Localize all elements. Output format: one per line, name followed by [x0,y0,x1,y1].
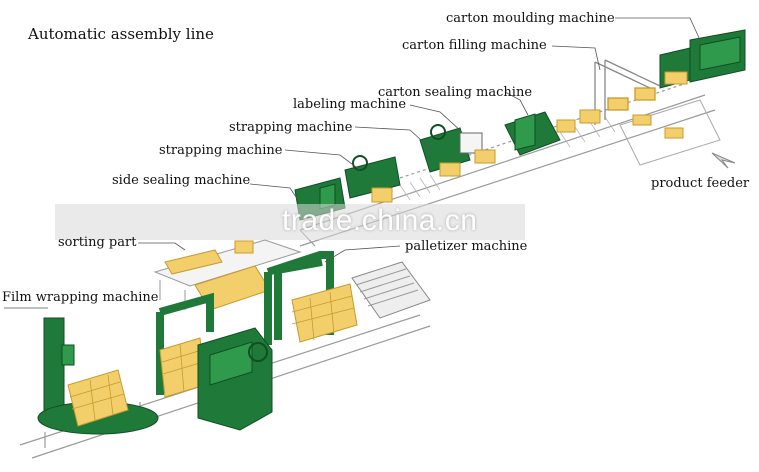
label-labeling-machine: labeling machine [293,97,407,112]
label-film-wrapping-machine: Film wrapping machine [2,290,159,305]
lower-strapping-machine [197,327,273,431]
product-feeder [619,99,736,169]
labeling-machine [419,124,496,173]
label-side-sealing-machine: side sealing machine [112,173,251,188]
carton-filling-machine [594,59,661,125]
label-carton-moulding-machine: carton moulding machine [446,11,615,26]
label-palletizer-machine: palletizer machine [405,239,528,254]
palletizer-machine [264,251,358,345]
leader-lines [4,17,701,309]
label-sorting-part: sorting part [58,235,137,250]
film-wrapping-machine [37,317,159,435]
upper-conveyor-rollers [399,116,616,201]
carton-sealing-machine [504,109,601,156]
label-carton-sealing-machine: carton sealing machine [378,85,533,100]
diagram-title: Automatic assembly line [28,25,214,43]
label-strapping-machine-2: strapping machine [159,143,283,158]
carton-moulding-machine [659,29,746,89]
watermark-text: trade.china.cn [282,204,478,237]
strapping-machine-1 [344,155,461,203]
label-product-feeder: product feeder [651,176,750,191]
label-carton-filling-machine: carton filling machine [402,38,547,53]
watermark-band [55,204,525,240]
pallet-stack [351,261,431,319]
wrap-frame [156,292,214,398]
label-strapping-machine-1: strapping machine [229,120,353,135]
